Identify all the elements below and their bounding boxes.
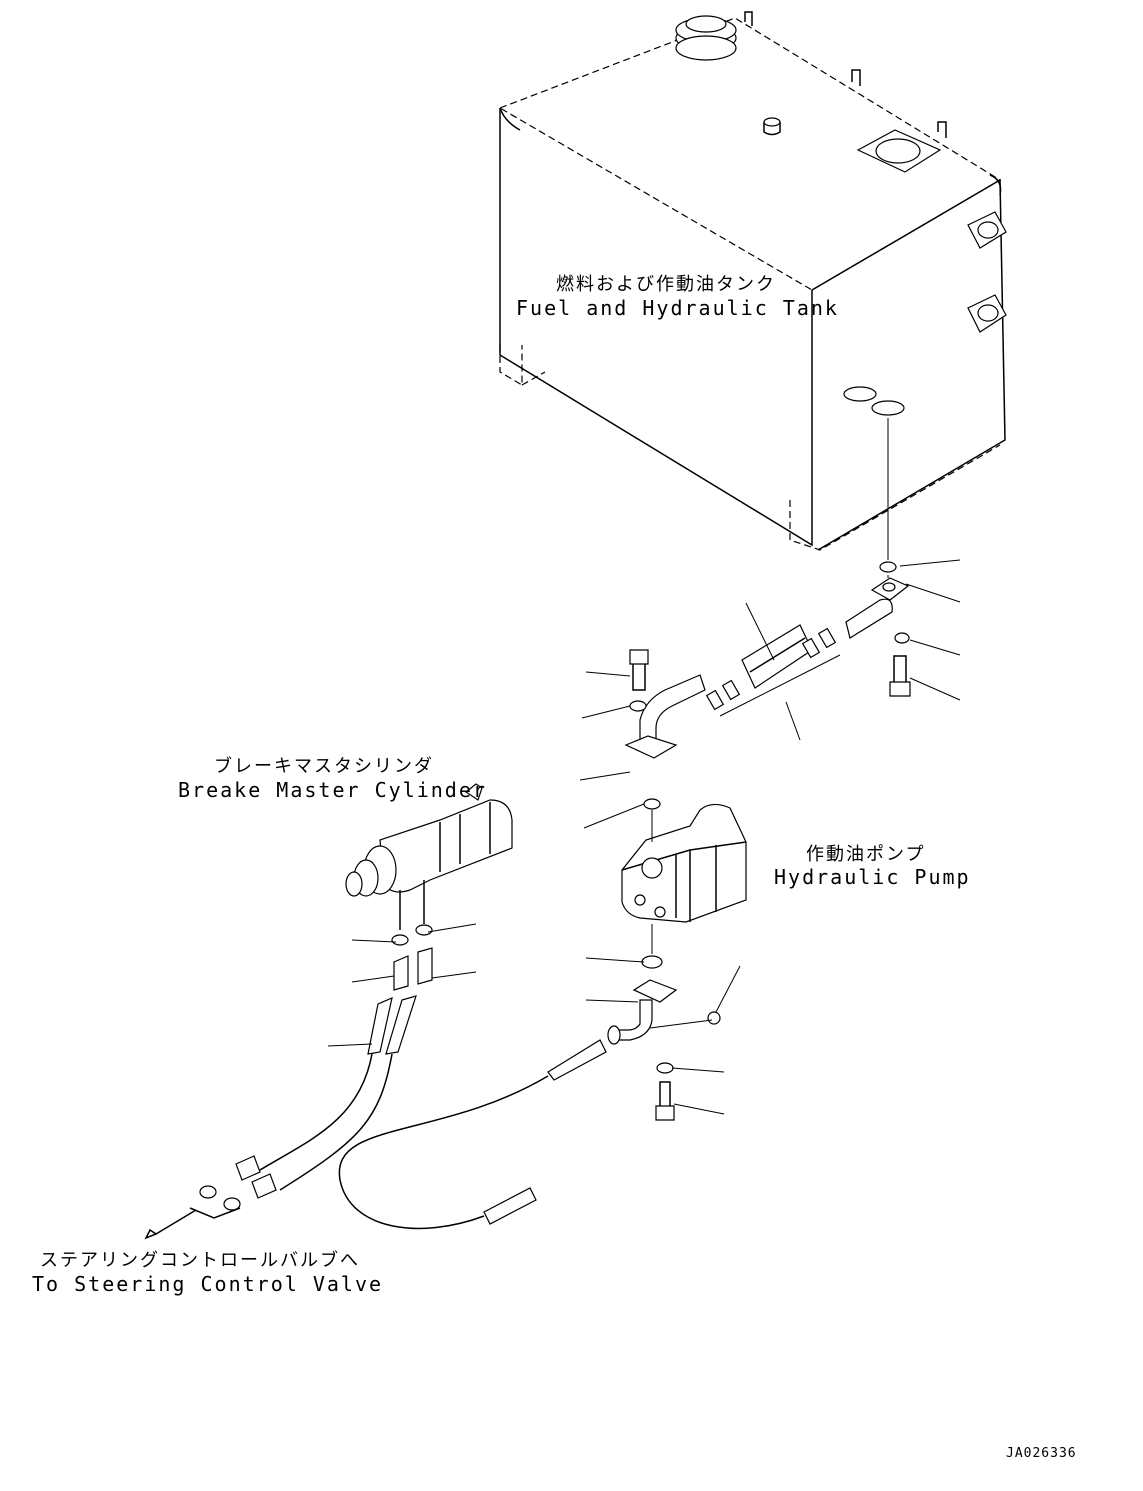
brake-master-cylinder [144,783,513,1240]
pump-label-jp: 作動油ポンプ [806,844,926,865]
brake-label-en: Breake Master Cylinder [178,778,487,802]
fuel-hydraulic-tank [498,11,1007,551]
drawing-number: JA026336 [1006,1446,1077,1461]
steering-label-jp: ステアリングコントロールバルブへ [40,1250,360,1271]
hydraulic-pump [621,803,747,954]
pressure-piping [338,955,741,1230]
tank-label-jp: 燃料および作動油タンク [556,274,776,295]
suction-piping [624,561,911,810]
pump-label-en: Hydraulic Pump [774,865,971,889]
tank-label-en: Fuel and Hydraulic Tank [516,296,839,320]
steering-label-en: To Steering Control Valve [32,1272,384,1296]
brake-label-jp: ブレーキマスタシリンダ [214,756,434,777]
